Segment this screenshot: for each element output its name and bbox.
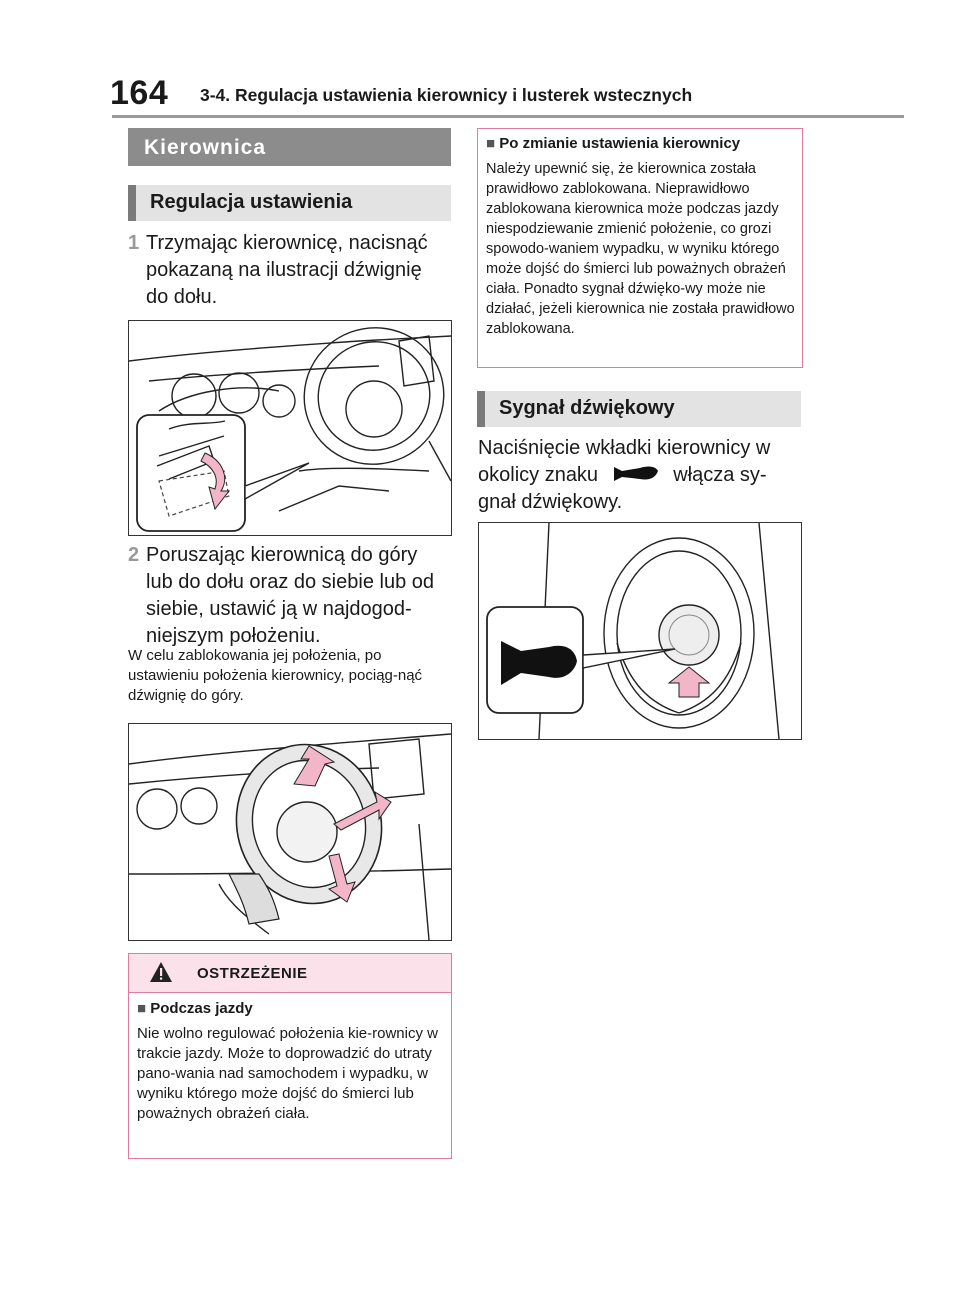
horn-text-a: Naciśnięcie wkładki kierownicy w okolicy… — [478, 437, 771, 486]
chapter-title: 3-4. Regulacja ustawienia kierownicy i l… — [200, 85, 693, 105]
step-2: 2 Poruszając kierownicą do góry lub do d… — [128, 542, 450, 654]
warning-header: OSTRZEŻENIE — [129, 954, 451, 992]
warning-body: Nie wolno regulować położenia kie-rownic… — [137, 1025, 438, 1122]
subsection-title: Sygnał dźwiękowy — [499, 397, 675, 419]
subsection-heading: Regulacja ustawienia — [128, 185, 451, 221]
section-heading: Kierownica — [128, 128, 451, 166]
square-bullet-icon: ■ — [486, 135, 496, 152]
caution-heading: ■ Po zmianie ustawienia kierownicy — [486, 135, 792, 152]
horn-text-b: włącza sy-gnał dźwiękowy. — [478, 464, 767, 513]
step-number: 2 — [128, 544, 140, 566]
warning-heading: ■ Podczas jazdy — [137, 1000, 443, 1017]
step-text: Poruszając kierownicą do góry lub do doł… — [146, 544, 434, 647]
square-bullet-icon: ■ — [137, 1000, 147, 1017]
illustration-adjust-wheel — [128, 723, 452, 941]
step-number: 1 — [128, 232, 140, 254]
step-1: 1 Trzymając kierownicę, nacisnąć pokazan… — [128, 230, 450, 315]
warning-label: OSTRZEŻENIE — [197, 965, 308, 982]
warning-divider — [129, 992, 451, 993]
page-number: 164 — [110, 74, 169, 112]
lock-note: W celu zablokowania jej położenia, po us… — [128, 647, 423, 704]
section-title: Kierownica — [144, 136, 267, 159]
warning-heading-text: Podczas jazdy — [150, 1000, 253, 1017]
step-text: Trzymając kierownicę, nacisnąć pokazaną … — [146, 232, 428, 308]
horn-icon — [613, 466, 658, 481]
caution-body: Należy upewnić się, że kierownica został… — [486, 161, 795, 337]
caution-box: ■ Po zmianie ustawienia kierownicy Należ… — [477, 128, 803, 368]
caution-heading-text: Po zmianie ustawienia kierownicy — [499, 135, 741, 152]
warning-triangle-icon — [150, 962, 172, 982]
illustration-horn — [478, 522, 802, 740]
horn-description: Naciśnięcie wkładki kierownicy w okolicy… — [478, 435, 798, 516]
header-divider — [112, 115, 904, 118]
warning-box: OSTRZEŻENIE ■ Podczas jazdy Nie wolno re… — [128, 953, 452, 1159]
illustration-tilt-lever — [128, 320, 452, 536]
subsection-heading-horn: Sygnał dźwiękowy — [477, 391, 801, 427]
subsection-title: Regulacja ustawienia — [150, 191, 353, 213]
